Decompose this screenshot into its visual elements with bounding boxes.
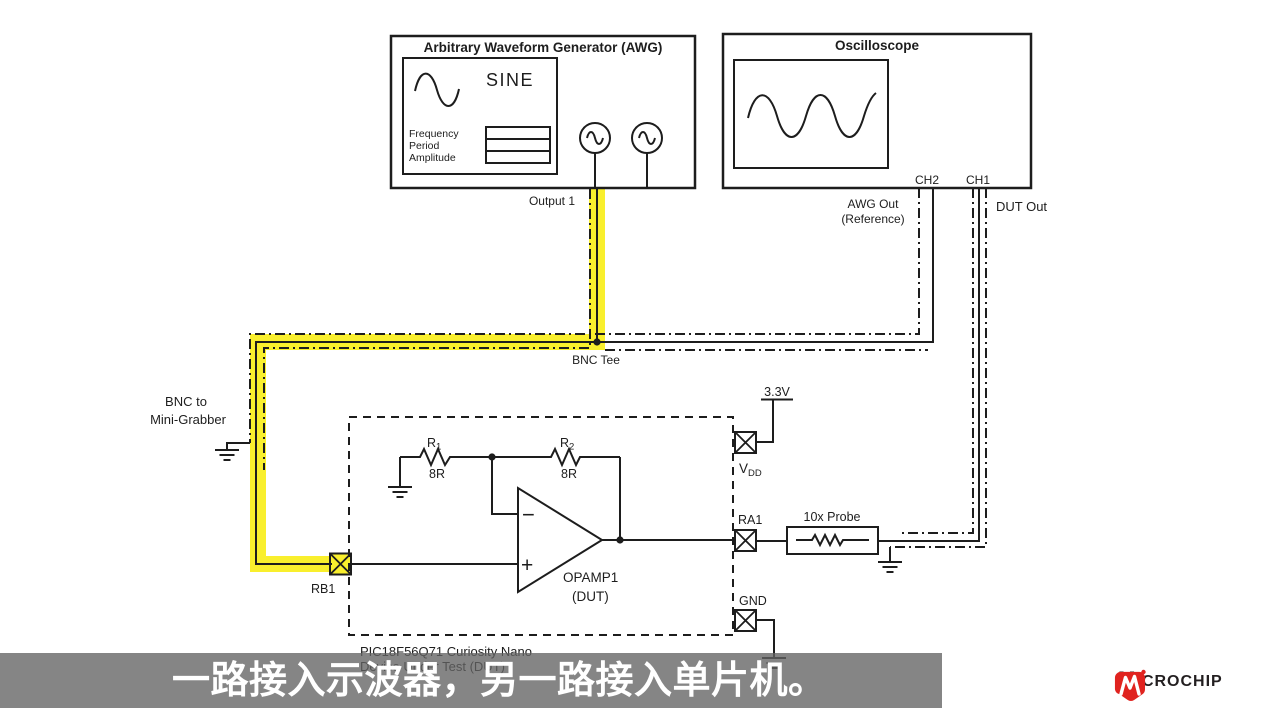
scope-ch1-label: CH1 — [966, 173, 990, 187]
awg-generator: Arbitrary Waveform Generator (AWG) SINE … — [389, 34, 697, 190]
svg-text:R2: R2 — [560, 436, 574, 453]
opamp-name: OPAMP1 — [563, 570, 618, 585]
probe-label: 10x Probe — [804, 510, 861, 524]
output-junction — [616, 536, 624, 544]
grabber-label-line2: Mini-Grabber — [150, 412, 227, 427]
inverting-input-wire — [491, 457, 518, 515]
oscilloscope-title: Oscilloscope — [835, 38, 920, 53]
bnc-tee-label: BNC Tee — [572, 353, 620, 367]
subtitle-bar: 一路接入示波器，另一路接入单片机。 — [0, 653, 942, 708]
opamp-noninverting-mark: + — [521, 554, 533, 577]
ground-symbol-probe — [877, 561, 903, 573]
vdd-connector — [734, 431, 757, 454]
bnc-output1-connector-icon — [579, 122, 611, 154]
svg-text:VDD: VDD — [739, 461, 762, 479]
opamp-inverting-mark: − — [522, 502, 535, 527]
signal-wire-to-rb1 — [255, 189, 598, 565]
oscilloscope: Oscilloscope CH2 CH1 — [721, 32, 1033, 190]
cable-shield-left — [263, 189, 591, 470]
awg-param-amplitude: Amplitude — [409, 152, 456, 164]
awg-display — [402, 57, 558, 175]
ch2-source-label-line2: (Reference) — [841, 212, 904, 226]
supply-wire — [756, 398, 793, 443]
r2-value: 8R — [561, 467, 577, 481]
svg-text:R1: R1 — [427, 436, 441, 453]
ra1-label: RA1 — [738, 513, 762, 527]
ch1-shield-wire-b — [890, 188, 987, 548]
ch1-source-label: DUT Out — [996, 199, 1047, 214]
awg-title: Arbitrary Waveform Generator (AWG) — [424, 40, 663, 55]
ch2-source-label-line1: AWG Out — [848, 197, 900, 211]
subtitle-text: 一路接入示波器，另一路接入单片机。 — [172, 659, 827, 702]
microchip-logo: MICROCHIP — [1112, 668, 1223, 702]
gnd-label: GND — [739, 594, 767, 608]
scope-ch2-label: CH2 — [915, 173, 939, 187]
bnc-tee-junction — [593, 338, 601, 346]
awg-param-period: Period — [409, 140, 440, 152]
awg-mode-label: SINE — [486, 70, 534, 90]
gnd-wire — [756, 619, 775, 658]
connector-stems — [594, 153, 648, 188]
r2-sub: 2 — [569, 442, 574, 453]
opamp: − + OPAMP1 (DUT) — [517, 486, 618, 604]
logo-text-rest: ICROCHIP — [1136, 673, 1223, 690]
awg-signal-highlight — [250, 189, 605, 572]
scope-waveform — [747, 92, 877, 138]
bnc-output2-connector-icon — [631, 122, 663, 154]
grabber-label-line1: BNC to — [165, 394, 207, 409]
r2-name: R — [560, 436, 569, 450]
opamp-desc: (DUT) — [572, 589, 609, 604]
r1-sub: 1 — [436, 442, 441, 453]
gnd-connector — [734, 609, 757, 632]
ch2-shield-wire — [249, 188, 920, 443]
resistor-r1: R1 8R — [400, 436, 492, 481]
dut-board-outline — [348, 416, 734, 636]
rb1-label: RB1 — [311, 582, 335, 596]
supply-voltage-label: 3.3V — [764, 385, 790, 399]
ground-symbol-grabber — [214, 449, 240, 461]
resistor-r2: R2 8R — [492, 436, 620, 481]
grabber-ground-stub — [226, 442, 250, 450]
r1-value: 8R — [429, 467, 445, 481]
awg-settings-table — [485, 126, 551, 164]
scope-screen — [733, 59, 889, 169]
ch1-signal-wire — [878, 188, 980, 542]
microchip-logo-icon — [1114, 669, 1146, 702]
vdd-sub: DD — [748, 468, 762, 479]
ground-symbol-r1 — [387, 486, 413, 498]
signal-wire-to-ch2 — [597, 188, 934, 343]
awg-output1-label: Output 1 — [529, 194, 575, 208]
sine-wave-icon — [414, 72, 460, 107]
vdd-name: V — [739, 461, 748, 476]
ra1-connector — [734, 529, 757, 552]
probe-10x — [786, 526, 879, 555]
awg-param-frequency: Frequency — [409, 128, 459, 140]
ch1-shield-wire-a — [900, 188, 974, 534]
r1-name: R — [427, 436, 436, 450]
